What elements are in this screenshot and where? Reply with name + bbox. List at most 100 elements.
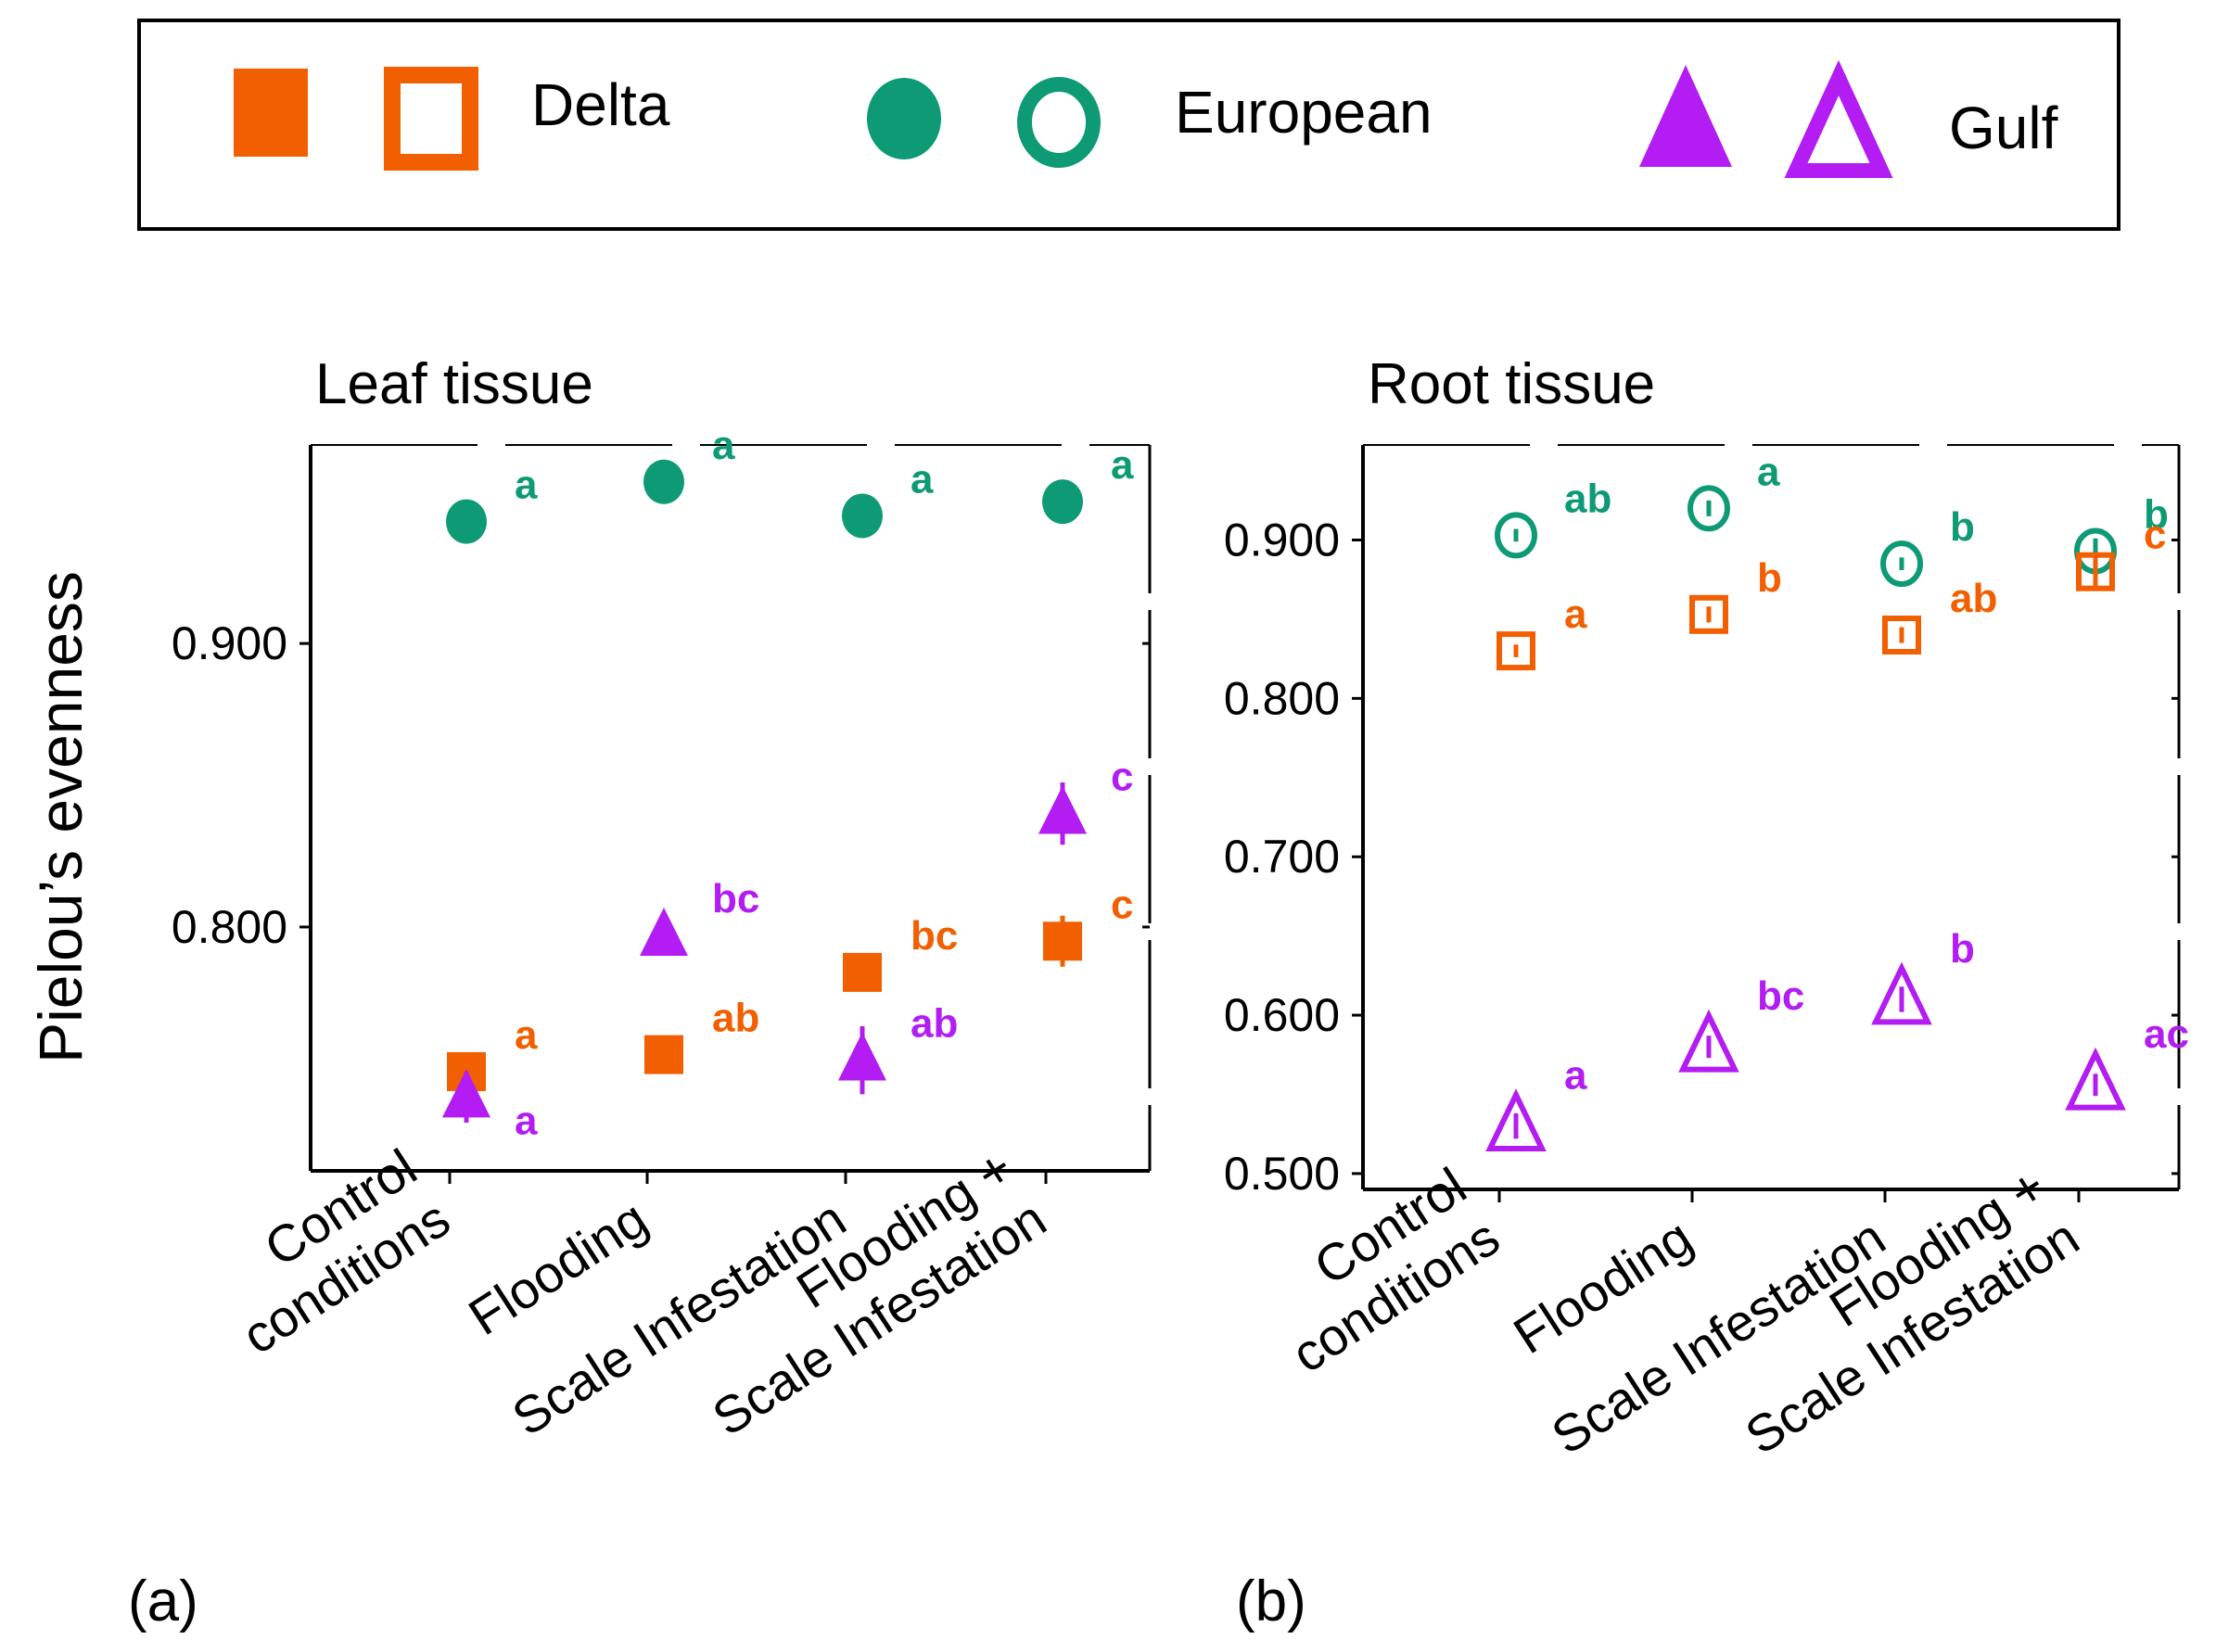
square-marker xyxy=(1689,594,1728,634)
significance-letter: ab xyxy=(1950,576,1997,621)
significance-letter: a xyxy=(1564,1053,1587,1099)
square-marker xyxy=(1043,921,1082,961)
legend-label-delta: Delta xyxy=(531,71,670,138)
legend-filled-square-marker xyxy=(234,69,308,157)
triangle-marker xyxy=(2065,1047,2126,1111)
data-point-european: a xyxy=(1042,442,1134,525)
square-marker xyxy=(1496,631,1535,671)
significance-letter: bc xyxy=(911,913,958,959)
legend-open-circle-marker xyxy=(1017,77,1101,168)
x-tick-label-scale-infestation: Scale Infestation xyxy=(502,1188,856,1446)
series-gulf: a bc b ac xyxy=(1485,926,2189,1152)
data-point-delta: ab xyxy=(1882,576,1997,655)
significance-letter: c xyxy=(2144,513,2166,558)
legend-open-triangle-marker xyxy=(1784,59,1893,178)
data-point-gulf: c xyxy=(1038,755,1133,845)
circle-marker xyxy=(1042,479,1083,525)
data-point-european: b xyxy=(1880,504,1975,588)
triangle-marker xyxy=(1038,785,1087,834)
circle-marker xyxy=(446,499,487,544)
y-tick-label: 0.900 xyxy=(172,617,287,669)
legend-filled-triangle-marker xyxy=(1639,65,1732,167)
significance-letter: b xyxy=(1950,504,1975,550)
data-point-gulf: bc xyxy=(1678,973,1804,1073)
y-tick-label: 0.700 xyxy=(1224,831,1340,883)
significance-letter: ab xyxy=(712,996,759,1041)
data-point-delta: a xyxy=(1496,591,1587,671)
circle-marker xyxy=(643,459,684,504)
circle-marker xyxy=(1687,485,1730,532)
legend-label-gulf: Gulf xyxy=(1949,95,2058,161)
significance-letter: ac xyxy=(2144,1011,2189,1057)
triangle-marker xyxy=(838,1032,886,1081)
data-point-delta: c xyxy=(1043,882,1133,967)
data-point-delta: c xyxy=(2076,513,2166,591)
data-point-delta: b xyxy=(1689,555,1782,634)
data-point-gulf: a xyxy=(442,1069,538,1143)
square-marker xyxy=(644,1035,683,1074)
circle-marker xyxy=(1880,540,1923,588)
y-tick-label: 0.800 xyxy=(1224,672,1340,724)
y-tick-label: 0.600 xyxy=(1224,989,1340,1041)
data-point-european: a xyxy=(842,456,934,539)
significance-letter: a xyxy=(515,1012,538,1058)
data-point-european: a xyxy=(643,423,735,504)
y-tick-label: 0.500 xyxy=(1224,1148,1340,1200)
data-point-european: ab xyxy=(1495,476,1611,559)
chart-title: Root tissue xyxy=(1368,352,1655,416)
square-marker xyxy=(843,952,882,992)
data-point-gulf: bc xyxy=(640,876,759,956)
significance-letter: a xyxy=(1111,442,1134,488)
legend-item-european: European xyxy=(867,77,1433,168)
significance-letter: bc xyxy=(1757,973,1804,1019)
significance-letter: c xyxy=(1111,882,1133,927)
data-point-european: a xyxy=(446,463,538,544)
significance-letter: a xyxy=(712,423,735,468)
data-point-delta: bc xyxy=(843,913,958,992)
x-tick-label-line: Scale Infestation xyxy=(1541,1207,1895,1465)
significance-letter: bc xyxy=(712,876,759,921)
legend-label-european: European xyxy=(1175,79,1433,146)
significance-letter: ab xyxy=(1564,476,1611,521)
significance-letter: b xyxy=(1950,926,1975,972)
triangle-marker xyxy=(640,907,688,956)
series-delta: a ab bc c xyxy=(447,882,1133,1091)
legend-open-square-marker xyxy=(384,67,478,171)
circle-marker xyxy=(842,493,883,539)
data-point-delta: a xyxy=(447,1012,538,1091)
legend-item-gulf: Gulf xyxy=(1639,59,2058,178)
panel-root-tissue: Root tissue(b)0.5000.6000.7000.8000.900C… xyxy=(1224,352,2189,1633)
significance-letter: a xyxy=(1564,591,1587,637)
legend-filled-circle-marker xyxy=(867,78,941,159)
y-axis-label: Pielou’s evenness xyxy=(26,571,95,1063)
significance-letter: ab xyxy=(911,1001,958,1047)
x-tick-label-line: Scale Infestation xyxy=(502,1188,856,1446)
y-tick-label: 0.900 xyxy=(1224,515,1340,566)
chart-title: Leaf tissue xyxy=(315,352,593,416)
square-marker xyxy=(2076,552,2115,591)
legend: Delta European Gulf xyxy=(137,19,2120,231)
significance-letter: b xyxy=(2144,491,2169,537)
triangle-marker xyxy=(1678,1009,1739,1073)
y-tick-label: 0.800 xyxy=(172,901,287,953)
triangle-marker xyxy=(1485,1088,1547,1152)
significance-letter: a xyxy=(515,1098,538,1143)
square-marker xyxy=(1882,616,1921,655)
significance-letter: c xyxy=(1111,755,1133,800)
data-point-gulf: ab xyxy=(838,1001,958,1095)
legend-frame xyxy=(137,19,2120,231)
data-point-european: a xyxy=(1687,449,1780,532)
data-point-delta: ab xyxy=(644,996,759,1074)
x-tick-label-scale-infestation: Scale Infestation xyxy=(1541,1207,1895,1465)
triangle-marker xyxy=(442,1069,490,1118)
legend-item-delta: Delta xyxy=(234,67,670,171)
panel-label: (b) xyxy=(1236,1569,1306,1633)
significance-letter: a xyxy=(515,463,538,508)
